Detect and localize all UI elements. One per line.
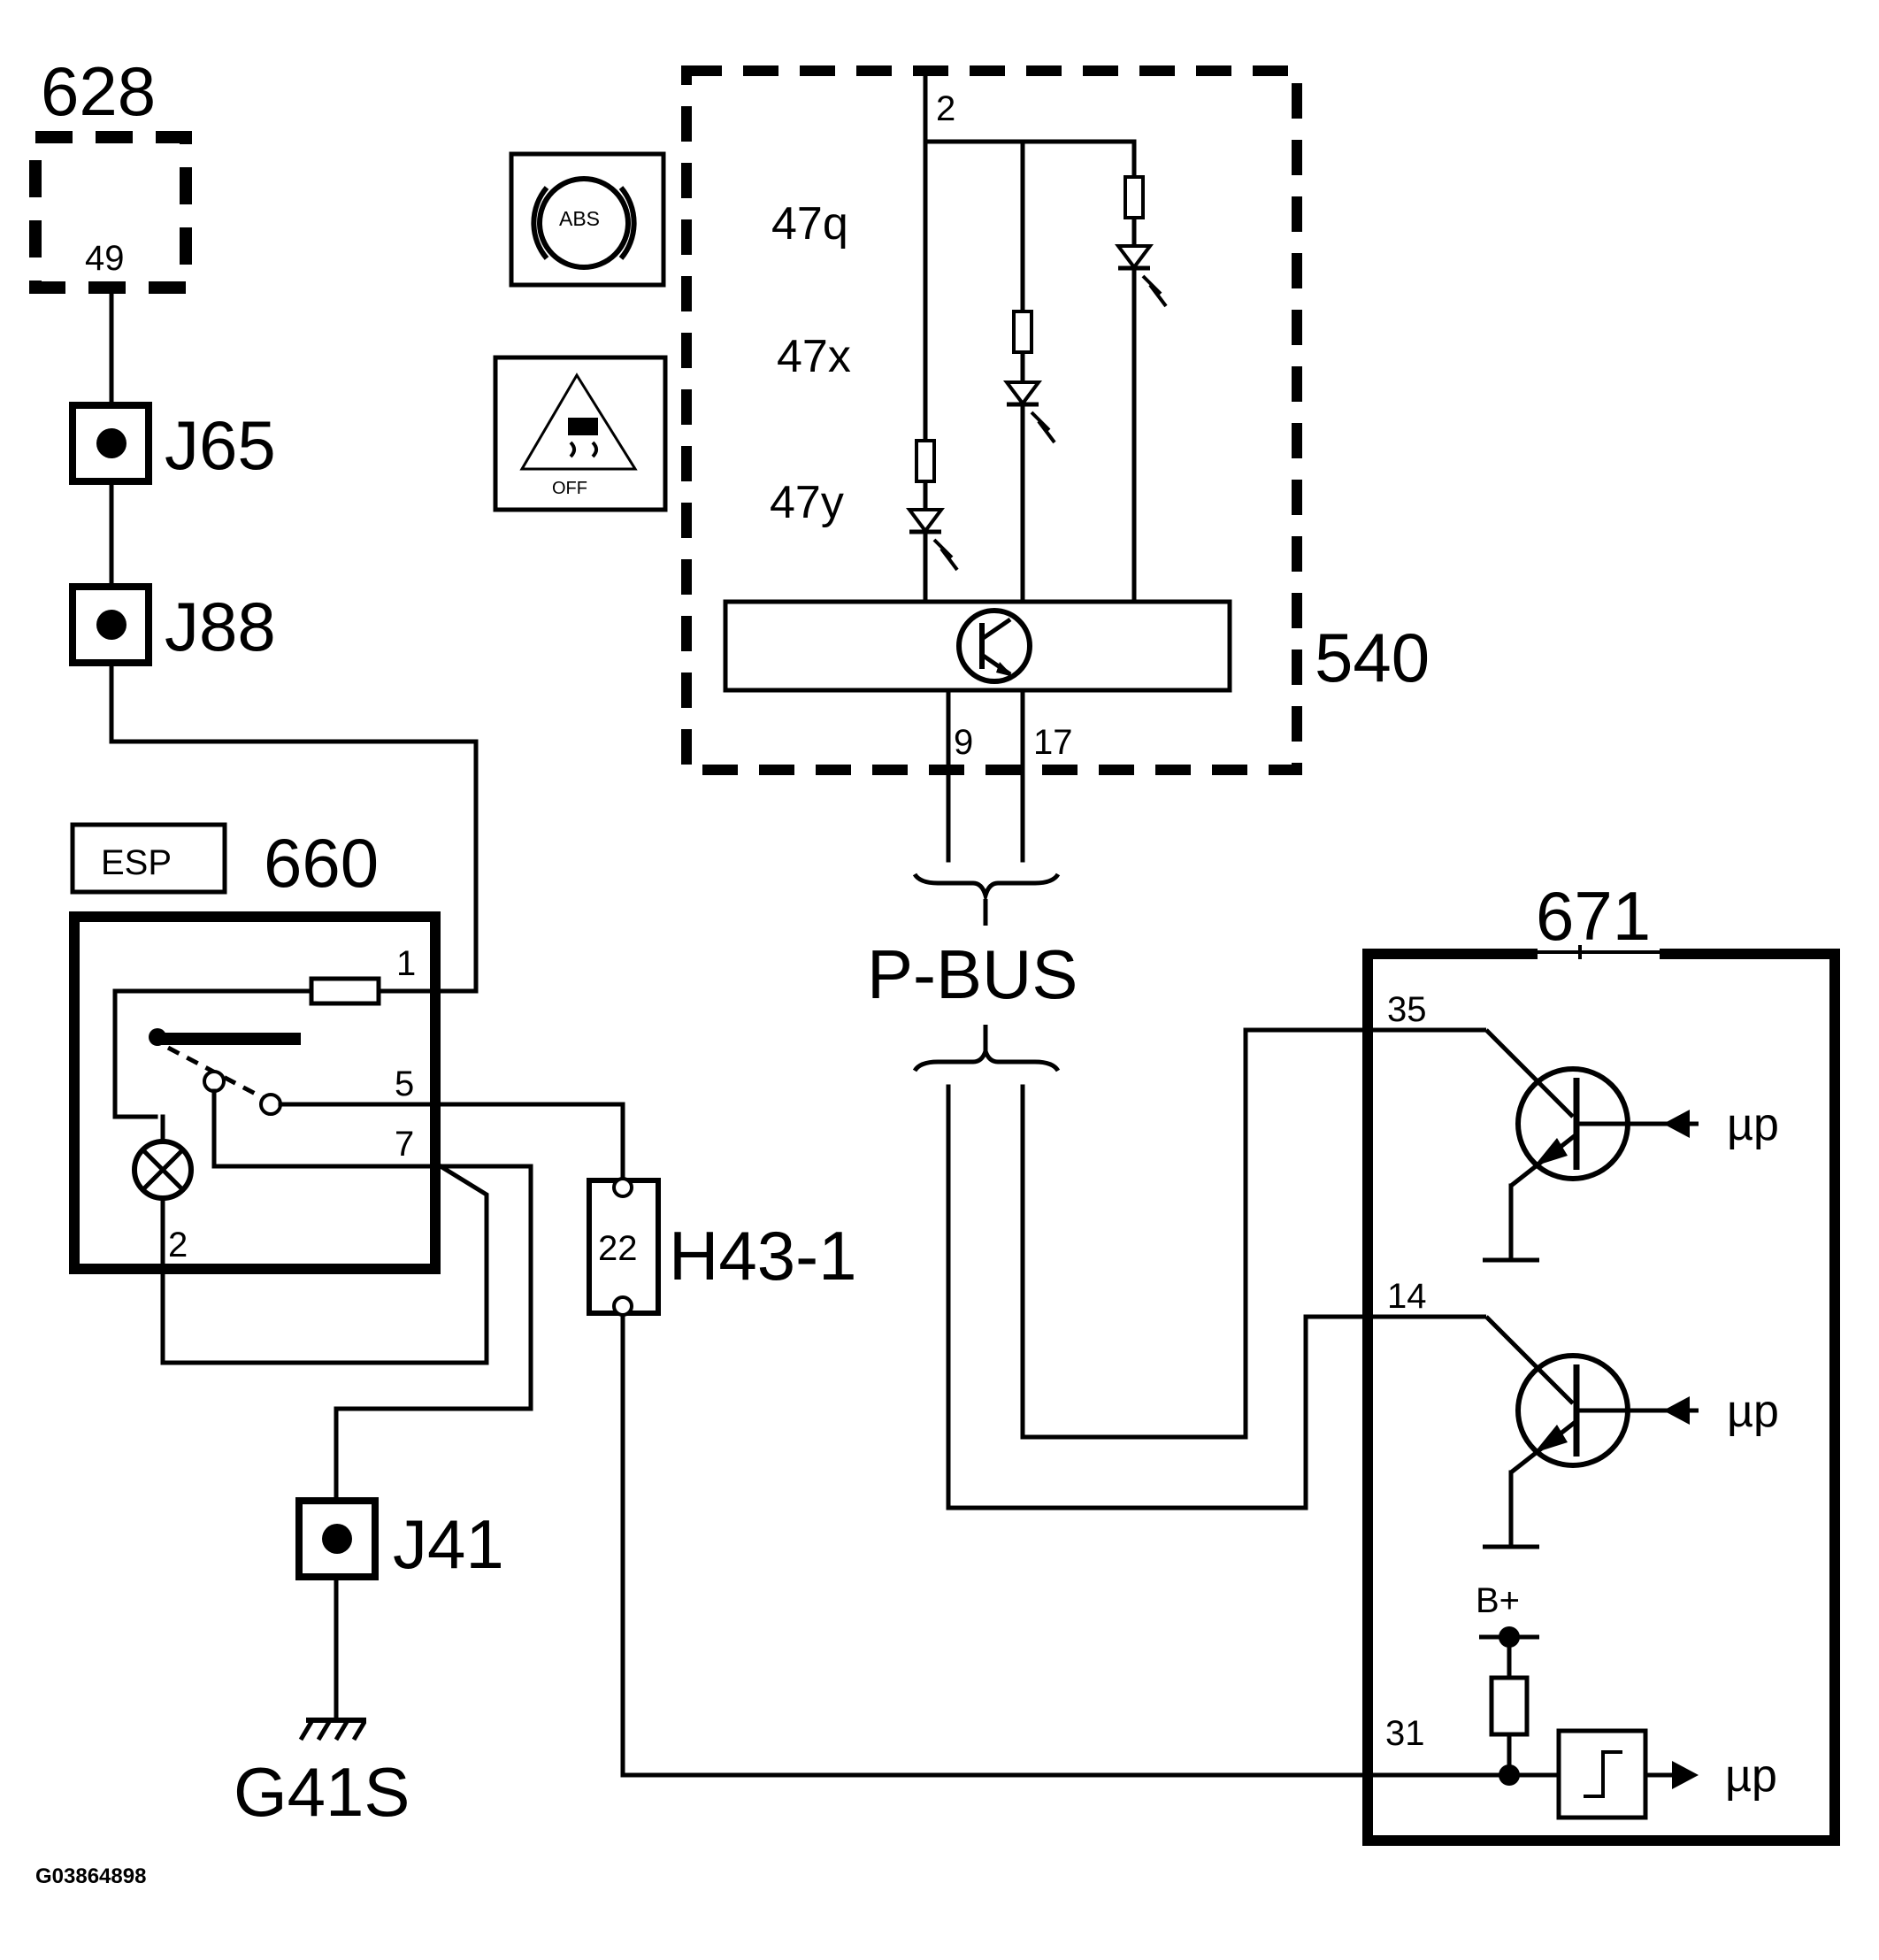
connector-h43-pin: 22 xyxy=(598,1229,638,1268)
lamp-47q-label: 47q xyxy=(771,198,848,250)
input-31-circuit: B+ µp xyxy=(1476,1581,1777,1820)
output-transistor-14: µp xyxy=(1438,1314,1779,1549)
wire-h43-to-671-pin31 xyxy=(620,1314,1512,1778)
connector-j65-label: J65 xyxy=(165,406,276,484)
supply-bplus-label: B+ xyxy=(1476,1581,1520,1620)
off-icon-text: OFF xyxy=(552,479,587,498)
ground-g41s: G41S xyxy=(234,1718,410,1831)
figure-id: G03864898 xyxy=(35,1864,146,1888)
module-540: 540 47q 47x 47y 2 xyxy=(681,65,1430,775)
connector-h43-1: 22 H43-1 xyxy=(587,1177,856,1317)
pin-660-5: 5 xyxy=(395,1065,414,1103)
pin-628-49: 49 xyxy=(85,239,125,278)
connector-j88: J88 xyxy=(69,583,276,666)
lamp-47x-led xyxy=(1003,310,1056,604)
connector-j65: J65 xyxy=(69,402,276,485)
pin-660-2: 2 xyxy=(168,1226,188,1264)
lamp-47y-label: 47y xyxy=(770,477,844,528)
connector-h43-label: H43-1 xyxy=(669,1217,856,1295)
lamp-47x-label: 47x xyxy=(777,331,851,382)
connector-j88-label: J88 xyxy=(165,588,276,665)
connector-j41: J41 xyxy=(295,1497,504,1583)
switch-660-label: 660 xyxy=(264,824,379,902)
abs-icon-text: ABS xyxy=(559,207,600,230)
module-540-label: 540 xyxy=(1315,619,1430,696)
module-671: 671 35 14 31 µp xyxy=(1362,877,1840,1846)
lamp-47y-led xyxy=(906,439,959,572)
up-label-2: µp xyxy=(1727,1386,1779,1437)
pin-540-2: 2 xyxy=(936,89,955,128)
module-628-label: 628 xyxy=(41,52,156,130)
pin-671-35: 35 xyxy=(1387,990,1427,1029)
p-bus: P-BUS xyxy=(867,872,1078,1072)
bus-wire-to-671-pin35 xyxy=(1020,1027,1441,1440)
ground-g41s-label: G41S xyxy=(234,1753,410,1831)
pin-671-31: 31 xyxy=(1385,1714,1425,1753)
esp-legend-box xyxy=(70,822,227,895)
pin-671-14: 14 xyxy=(1387,1277,1427,1316)
bus-wire-to-671-pin14 xyxy=(946,1084,1441,1510)
up-label-1: µp xyxy=(1727,1099,1779,1150)
traction-off-icon: OFF xyxy=(493,355,668,512)
p-bus-label: P-BUS xyxy=(867,935,1078,1013)
lamp-driver-block xyxy=(723,599,1232,693)
abs-warning-icon: ABS xyxy=(509,151,666,288)
up-label-3: µp xyxy=(1725,1750,1777,1802)
connector-j41-label: J41 xyxy=(393,1505,504,1583)
pin-660-1: 1 xyxy=(396,944,416,983)
esp-label: ESP xyxy=(101,843,172,882)
module-628: 628 49 xyxy=(29,52,192,294)
esp-switch-660: ESP 660 1 5 7 2 xyxy=(69,822,625,1542)
lamp-47q-led xyxy=(1115,175,1168,604)
pin-660-7: 7 xyxy=(395,1125,414,1164)
output-transistor-35: µp xyxy=(1438,1027,1779,1263)
module-671-label: 671 xyxy=(1536,877,1651,955)
pin-540-17: 17 xyxy=(1033,723,1073,762)
pin-540-9: 9 xyxy=(954,723,973,762)
